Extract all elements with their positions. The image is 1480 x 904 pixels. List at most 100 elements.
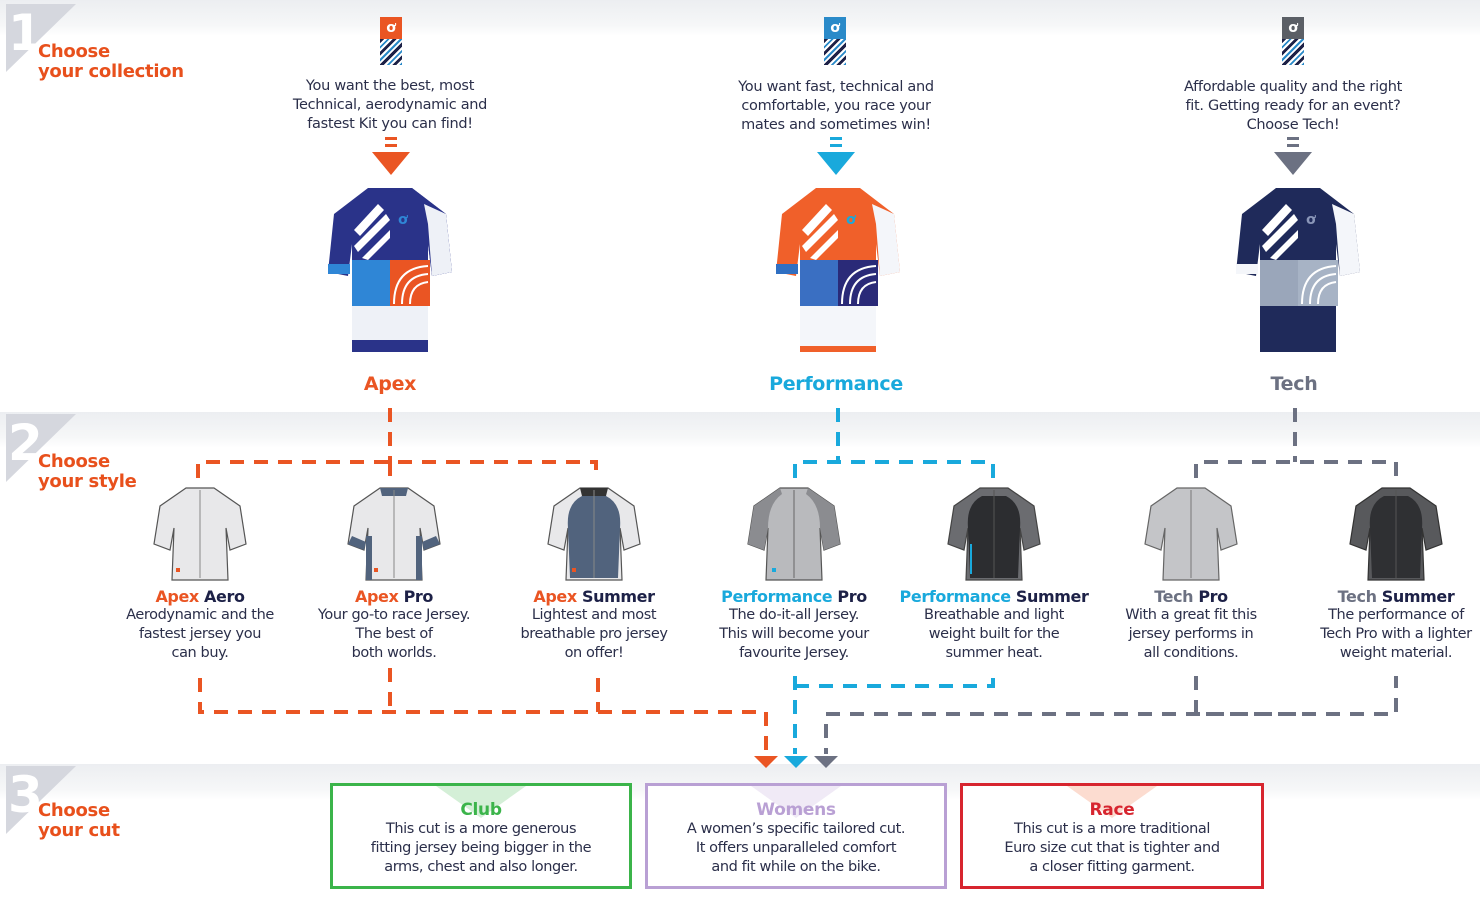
tech-collection-name[interactable]: Tech bbox=[1270, 373, 1318, 395]
style-name: Summer bbox=[1381, 587, 1455, 606]
desc-line: Aerodynamic and the bbox=[126, 607, 274, 623]
style-collection: Tech bbox=[1154, 587, 1194, 606]
apex-aero-jersey-image bbox=[153, 487, 247, 581]
cycling-brand-icon: ơ bbox=[1282, 17, 1304, 39]
desc-line: The do-it-all Jersey. bbox=[728, 607, 859, 623]
cut-desc: This cut is a more traditional Euro size… bbox=[963, 820, 1261, 877]
performance-pro-jersey-image bbox=[747, 487, 841, 581]
tech-pro-jersey-image bbox=[1144, 487, 1238, 581]
desc-line: fastest jersey you bbox=[138, 626, 262, 642]
style-collection: Apex bbox=[533, 587, 577, 606]
style-collection: Apex bbox=[354, 587, 399, 606]
apex-collection-name[interactable]: Apex bbox=[363, 373, 417, 395]
step2-number: 2 bbox=[8, 414, 43, 472]
desc-line: all conditions. bbox=[1143, 645, 1239, 661]
style-performance-summer[interactable]: Performance Summer Breathable and light … bbox=[894, 484, 1094, 663]
style-title: Apex Pro bbox=[304, 588, 484, 606]
desc-line: The performance of bbox=[1328, 607, 1464, 623]
step2-title: Choose your style bbox=[38, 452, 137, 492]
style-desc: Lightest and most breathable pro jersey … bbox=[494, 606, 694, 663]
cycling-brand-icon: ơ bbox=[824, 17, 846, 39]
desc-line: fitting jersey being bigger in the bbox=[370, 840, 592, 856]
step1-title: Choose your collection bbox=[38, 42, 184, 82]
style-tech-pro[interactable]: Tech Pro With a great fit this jersey pe… bbox=[1096, 484, 1286, 663]
style-name: Summer bbox=[1015, 587, 1089, 606]
desc-line: The best of bbox=[355, 626, 433, 642]
apex-arrowhead bbox=[754, 756, 778, 768]
step3-number: 3 bbox=[8, 766, 43, 824]
style-title: Tech Summer bbox=[1296, 588, 1480, 606]
cut-club[interactable]: Club This cut is a more generous fitting… bbox=[330, 783, 632, 889]
performance-connector bbox=[793, 408, 995, 754]
step2-band bbox=[0, 412, 1480, 448]
tech-brand-icon: ơ bbox=[1282, 17, 1304, 65]
apex-blurb: You want the best, most Technical, aerod… bbox=[240, 77, 540, 134]
blurb-line: You want fast, technical and bbox=[738, 79, 934, 95]
apex-jersey-image[interactable]: ơ bbox=[328, 184, 452, 356]
cut-title: Womens bbox=[756, 800, 836, 820]
style-apex-summer[interactable]: Apex Summer Lightest and most breathable… bbox=[494, 484, 694, 663]
desc-line: Tech Pro with a lighter bbox=[1320, 626, 1472, 642]
performance-blurb: You want fast, technical and comfortable… bbox=[686, 78, 986, 135]
tech-summer-jersey-image bbox=[1349, 487, 1443, 581]
tech-blurb: Affordable quality and the right fit. Ge… bbox=[1143, 78, 1443, 135]
style-apex-aero[interactable]: Apex Aero Aerodynamic and the fastest je… bbox=[110, 484, 290, 663]
performance-collection-name[interactable]: Performance bbox=[769, 373, 903, 395]
svg-text:ơ: ơ bbox=[1306, 212, 1316, 228]
style-tech-summer[interactable]: Tech Summer The performance of Tech Pro … bbox=[1296, 484, 1480, 663]
apex-summer-jersey-image bbox=[547, 487, 641, 581]
style-desc: Your go-to race Jersey. The best of both… bbox=[304, 606, 484, 663]
performance-summer-jersey-image bbox=[947, 487, 1041, 581]
desc-line: summer heat. bbox=[945, 645, 1043, 661]
cut-title: Club bbox=[460, 800, 502, 820]
style-collection: Performance bbox=[899, 587, 1012, 606]
desc-line: and fit while on the bike. bbox=[711, 859, 881, 875]
apex-connector bbox=[196, 408, 768, 754]
style-collection: Performance bbox=[721, 587, 833, 606]
performance-jersey-image[interactable]: ơ bbox=[776, 184, 900, 356]
style-apex-pro[interactable]: Apex Pro Your go-to race Jersey. The bes… bbox=[304, 484, 484, 663]
desc-line: arms, chest and also longer. bbox=[384, 859, 578, 875]
blurb-line: Choose Tech! bbox=[1246, 117, 1340, 133]
style-title: Performance Summer bbox=[894, 588, 1094, 606]
apex-pro-jersey-image bbox=[347, 487, 441, 581]
blurb-line: Affordable quality and the right bbox=[1183, 79, 1403, 95]
blurb-line: mates and sometimes win! bbox=[741, 117, 931, 133]
style-name: Aero bbox=[204, 587, 245, 606]
step3-marker bbox=[6, 766, 76, 834]
cut-title: Race bbox=[1089, 800, 1135, 820]
blurb-line: comfortable, you race your bbox=[741, 98, 931, 114]
style-name: Pro bbox=[403, 587, 434, 606]
desc-line: This will become your bbox=[719, 626, 869, 642]
performance-down-arrow-icon bbox=[817, 137, 855, 175]
desc-line: can buy. bbox=[171, 645, 229, 661]
tech-arrowhead bbox=[814, 756, 838, 768]
desc-line: Euro size cut that is tighter and bbox=[1004, 840, 1220, 856]
style-name: Pro bbox=[1198, 587, 1228, 606]
desc-line: With a great fit this bbox=[1125, 607, 1257, 623]
cut-womens[interactable]: Womens A women’s specific tailored cut. … bbox=[645, 783, 947, 889]
style-desc: The performance of Tech Pro with a light… bbox=[1296, 606, 1480, 663]
style-performance-pro[interactable]: Performance Pro The do-it-all Jersey. Th… bbox=[694, 484, 894, 663]
style-title: Tech Pro bbox=[1096, 588, 1286, 606]
desc-line: weight built for the bbox=[928, 626, 1060, 642]
step3-title-line1: Choose bbox=[38, 800, 110, 821]
style-name: Summer bbox=[581, 587, 655, 606]
style-collection: Tech bbox=[1337, 587, 1377, 606]
cut-race[interactable]: Race This cut is a more traditional Euro… bbox=[960, 783, 1264, 889]
step2-marker bbox=[6, 414, 76, 482]
stripes-icon bbox=[380, 39, 402, 65]
tech-jersey-image[interactable]: ơ bbox=[1236, 184, 1360, 356]
step3-title: Choose your cut bbox=[38, 801, 120, 841]
step1-band bbox=[0, 0, 1480, 36]
desc-line: Your go-to race Jersey. bbox=[317, 607, 471, 623]
style-title: Apex Summer bbox=[494, 588, 694, 606]
performance-brand-icon: ơ bbox=[824, 17, 846, 65]
desc-line: Lightest and most bbox=[531, 607, 657, 623]
apex-brand-icon: ơ bbox=[380, 17, 402, 65]
step2-title-line2: your style bbox=[38, 471, 137, 492]
desc-line: This cut is a more generous bbox=[385, 821, 577, 837]
desc-line: both worlds. bbox=[351, 645, 437, 661]
cut-desc: A women’s specific tailored cut. It offe… bbox=[648, 820, 944, 877]
blurb-line: Technical, aerodynamic and bbox=[292, 97, 488, 113]
